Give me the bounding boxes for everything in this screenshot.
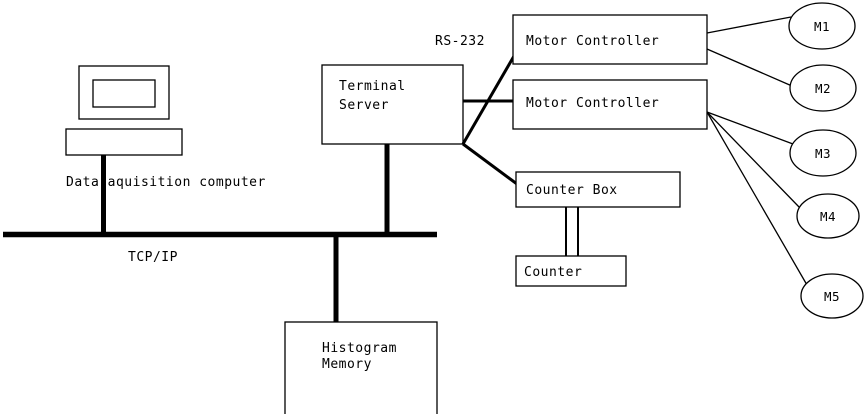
motor-m5-node [800, 273, 864, 319]
histogram-memory-label-line1: Histogram [322, 341, 397, 356]
counter-display-box [515, 255, 627, 287]
motor-m5-label: M5 [824, 289, 840, 304]
motor-m4-node [796, 193, 860, 239]
tcpip-bus-label: TCP/IP [128, 250, 178, 265]
motor-controller-2-to-m3-link [706, 111, 794, 145]
counter-box-label: Counter Box [526, 183, 618, 198]
terminal-server-to-counter-box-link [462, 142, 518, 186]
histogram-memory-box [284, 321, 438, 414]
motor-m2-node [789, 64, 857, 112]
motor-m1-node [788, 2, 856, 50]
monitor-screen [92, 79, 156, 108]
motor-controller-1-box [512, 14, 708, 65]
motor-m1-label: M1 [814, 19, 830, 34]
rs232-link-label: RS-232 [435, 34, 485, 49]
motor-controller-2-to-m5-link [706, 111, 808, 286]
motor-m3-label: M3 [815, 146, 831, 161]
terminal-server-label-line2: Server [339, 98, 389, 113]
terminal-server-box [321, 64, 464, 145]
counter-box [515, 171, 681, 208]
counter-label: Counter [524, 265, 582, 280]
terminal-server-label-line1: Terminal [339, 79, 406, 94]
motor-m2-label: M2 [815, 81, 831, 96]
motor-controller-1-label: Motor Controller [526, 34, 659, 49]
motor-controller-2-to-m4-link [706, 111, 801, 209]
data-acquisition-computer-label: Data aquisition computer [66, 175, 266, 190]
motor-controller-1-to-m2-link [706, 48, 793, 87]
motor-controller-1-to-m1-link [706, 16, 792, 34]
motor-m3-node [789, 129, 857, 177]
motor-controller-2-label: Motor Controller [526, 96, 659, 111]
histogram-memory-label-line2: Memory [322, 357, 372, 372]
computer-base-unit [65, 128, 183, 156]
motor-m4-label: M4 [820, 209, 836, 224]
motor-controller-2-box [512, 79, 708, 130]
